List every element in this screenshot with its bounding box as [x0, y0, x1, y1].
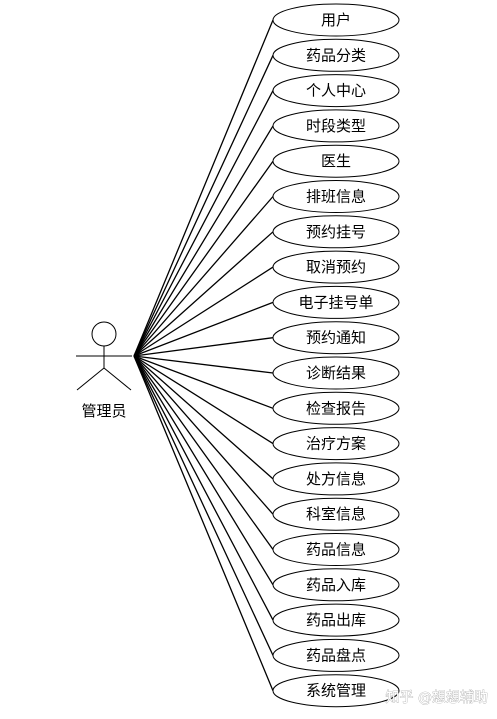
- use-case-ellipse: [272, 427, 400, 461]
- association-line: [133, 90, 274, 357]
- use-case-label: 诊断结果: [306, 364, 366, 382]
- use-case-ellipse: [272, 638, 400, 672]
- use-case: 医生: [272, 144, 400, 178]
- use-case-ellipse: [272, 250, 400, 284]
- use-case-ellipse: [272, 3, 400, 37]
- use-case-label: 处方信息: [306, 470, 366, 488]
- use-case: 科室信息: [272, 497, 400, 531]
- use-case-label: 医生: [321, 152, 351, 170]
- use-case-ellipse: [272, 497, 400, 531]
- use-case: 时段类型: [272, 109, 400, 143]
- use-case-label: 药品分类: [306, 46, 366, 64]
- use-case-ellipse: [272, 215, 400, 249]
- use-case-ellipse: [272, 38, 400, 72]
- association-line: [133, 125, 274, 357]
- use-case-ellipse: [272, 568, 400, 602]
- use-case-ellipse: [272, 109, 400, 143]
- use-case-label: 检查报告: [306, 399, 366, 417]
- use-case-label: 治疗方案: [306, 435, 366, 453]
- actor-right-leg: [103, 367, 132, 391]
- use-case: 预约通知: [272, 321, 400, 355]
- use-case: 药品分类: [272, 38, 400, 72]
- use-case-label: 药品信息: [306, 541, 366, 559]
- association-line: [133, 355, 274, 656]
- use-case-label: 科室信息: [306, 505, 366, 523]
- use-case-label: 个人中心: [306, 82, 366, 100]
- use-case-ellipse: [272, 180, 400, 213]
- association-line: [133, 55, 274, 357]
- association-line: [133, 337, 274, 357]
- use-case: 药品信息: [272, 533, 400, 566]
- use-case-ellipse: [272, 533, 400, 566]
- use-case: 排班信息: [272, 180, 400, 213]
- use-case-ellipse: [272, 144, 400, 178]
- use-case-ellipse: [272, 391, 400, 425]
- use-case-label: 电子挂号单: [298, 293, 373, 311]
- association-line: [133, 355, 274, 480]
- use-case-ellipse: [272, 356, 400, 390]
- use-case-ellipse: [272, 74, 400, 108]
- actor-label: 管理员: [81, 402, 126, 420]
- association-line: [133, 266, 274, 357]
- association-line: [133, 355, 274, 409]
- use-case-label: 取消预约: [306, 258, 366, 276]
- use-case-label: 用户: [321, 11, 351, 29]
- association-line: [133, 355, 274, 374]
- use-case-label: 时段类型: [306, 117, 366, 135]
- use-case-label: 药品出库: [306, 611, 366, 629]
- association-line: [133, 19, 274, 357]
- actor-head: [91, 321, 117, 347]
- use-case-label: 预约通知: [306, 329, 366, 347]
- use-case: 电子挂号单: [272, 285, 400, 319]
- use-case: 药品出库: [272, 603, 400, 637]
- association-line: [133, 301, 274, 357]
- use-case-ellipse: [272, 462, 400, 496]
- association-line: [133, 196, 274, 357]
- use-case: 诊断结果: [272, 356, 400, 390]
- use-case-label: 排班信息: [306, 188, 366, 206]
- association-line: [133, 160, 274, 357]
- use-case: 药品盘点: [272, 638, 400, 672]
- use-case: 取消预约: [272, 250, 400, 284]
- association-lines: [133, 19, 274, 691]
- use-case: 检查报告: [272, 391, 400, 425]
- association-line: [133, 355, 274, 550]
- association-line: [133, 355, 274, 621]
- use-case-ellipse: [272, 285, 400, 319]
- use-case-label: 预约挂号: [306, 223, 366, 241]
- use-case: 治疗方案: [272, 427, 400, 461]
- association-line: [133, 355, 274, 586]
- use-case-ellipse: [272, 674, 400, 708]
- use-case-label: 系统管理: [306, 682, 366, 700]
- use-case: 系统管理: [272, 674, 400, 708]
- actor-left-leg: [76, 367, 105, 391]
- use-case: 个人中心: [272, 74, 400, 108]
- use-case: 用户: [272, 3, 400, 37]
- association-line: [133, 355, 274, 445]
- use-case-ellipse: [272, 603, 400, 637]
- use-case: 处方信息: [272, 462, 400, 496]
- association-line: [133, 231, 274, 357]
- actor-figure: 管理员: [76, 321, 132, 420]
- watermark: 知乎 @想想辅助: [386, 689, 488, 706]
- use-case: 药品入库: [272, 568, 400, 602]
- use-case-list: 用户药品分类个人中心时段类型医生排班信息预约挂号取消预约电子挂号单预约通知诊断结…: [272, 3, 400, 708]
- use-case: 预约挂号: [272, 215, 400, 249]
- use-case-label: 药品入库: [306, 576, 366, 594]
- association-line: [133, 355, 274, 515]
- association-line: [133, 355, 274, 691]
- use-case-label: 药品盘点: [306, 646, 366, 664]
- use-case-ellipse: [272, 321, 400, 355]
